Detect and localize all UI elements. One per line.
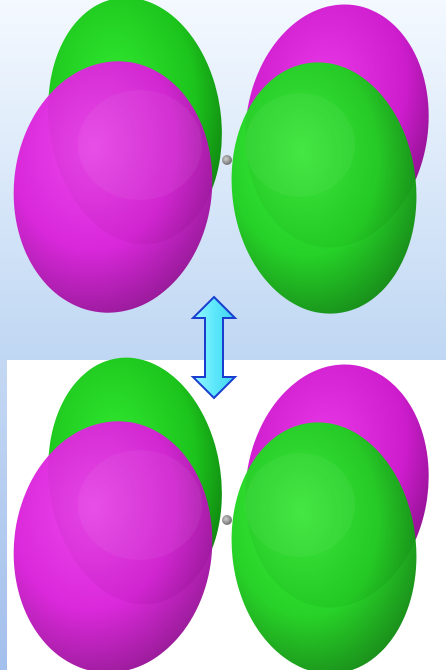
left-side-band [0,360,7,670]
